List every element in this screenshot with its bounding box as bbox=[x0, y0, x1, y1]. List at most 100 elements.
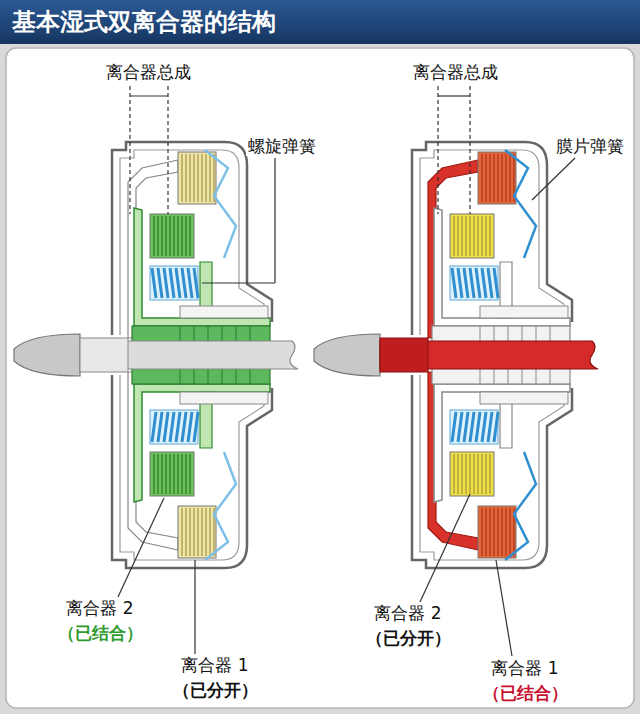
coil-spring bbox=[470, 412, 474, 442]
plate-line bbox=[465, 216, 466, 256]
title: 基本湿式双离合器的结构 bbox=[0, 0, 640, 44]
plate-line bbox=[509, 508, 510, 556]
plate-line bbox=[197, 154, 198, 202]
state-label: （已结合） bbox=[481, 683, 570, 703]
bracket-line bbox=[438, 95, 470, 96]
state-label: （已分开） bbox=[171, 680, 260, 700]
bracket-dashed bbox=[469, 86, 470, 214]
plate-line bbox=[185, 508, 186, 556]
leader-line bbox=[202, 282, 275, 283]
coil-spring bbox=[194, 268, 198, 298]
plate-line bbox=[457, 454, 458, 494]
part-label: 离合器总成 bbox=[411, 62, 500, 82]
plate-line bbox=[161, 454, 162, 494]
plate-line bbox=[485, 508, 486, 556]
spring-seat bbox=[150, 410, 198, 444]
coil-spring bbox=[482, 268, 486, 298]
bracket-dashed bbox=[129, 86, 130, 214]
plate-line bbox=[181, 508, 182, 556]
plate-line bbox=[189, 216, 190, 256]
plate-line bbox=[501, 508, 502, 556]
coil-spring bbox=[188, 412, 192, 442]
housing-outline bbox=[112, 375, 272, 568]
plate-line bbox=[185, 154, 186, 202]
plate-line bbox=[161, 216, 162, 256]
clutch2-carrier bbox=[134, 208, 270, 326]
clutch1-plates bbox=[478, 152, 516, 204]
coil-spring bbox=[188, 268, 192, 298]
plate-line bbox=[453, 454, 454, 494]
plate-line bbox=[209, 508, 210, 556]
plate-line bbox=[193, 508, 194, 556]
plate-line bbox=[485, 454, 486, 494]
lower-half bbox=[412, 372, 572, 568]
plate-line bbox=[473, 216, 474, 256]
part-label: 离合器总成 bbox=[104, 62, 193, 82]
plate-line bbox=[153, 454, 154, 494]
bracket-dashed bbox=[437, 86, 438, 214]
clutch2-plates bbox=[450, 452, 494, 496]
plate-line bbox=[469, 216, 470, 256]
leader-line bbox=[420, 494, 470, 602]
clutch1-plates bbox=[478, 506, 516, 558]
coil-spring bbox=[176, 268, 180, 298]
coil-spring bbox=[164, 268, 168, 298]
hub bbox=[180, 306, 268, 318]
leader-line bbox=[496, 560, 512, 656]
housing-outline bbox=[412, 142, 572, 335]
coil-spring bbox=[458, 412, 462, 442]
diaphragm-spring bbox=[505, 452, 536, 560]
plate-line bbox=[477, 454, 478, 494]
plate-line bbox=[461, 454, 462, 494]
hub bbox=[480, 306, 568, 318]
plate-line bbox=[489, 508, 490, 556]
plate-line bbox=[497, 154, 498, 202]
coil-spring bbox=[158, 412, 162, 442]
leader-line bbox=[194, 560, 195, 654]
diaphragm-spring bbox=[205, 150, 236, 258]
plate-line bbox=[481, 454, 482, 494]
coil-spring bbox=[452, 268, 456, 298]
plate-line bbox=[181, 454, 182, 494]
state-label: （已分开） bbox=[364, 628, 453, 648]
panel bbox=[6, 48, 634, 708]
plate-line bbox=[473, 454, 474, 494]
clutch-figure bbox=[314, 142, 598, 568]
plate-line bbox=[153, 216, 154, 256]
state-label: （已结合） bbox=[56, 623, 145, 643]
coil-spring bbox=[464, 268, 468, 298]
plate-line bbox=[481, 154, 482, 202]
part-label: 离合器 2 bbox=[64, 598, 135, 618]
plate-line bbox=[201, 154, 202, 202]
coil-spring bbox=[482, 412, 486, 442]
upper-half bbox=[112, 142, 272, 338]
coil-spring bbox=[494, 268, 498, 298]
upper-half bbox=[412, 142, 572, 338]
coil-spring bbox=[170, 268, 174, 298]
shaft-collar bbox=[80, 338, 128, 372]
plate-line bbox=[501, 154, 502, 202]
housing-outline bbox=[412, 375, 572, 568]
plate-line bbox=[461, 216, 462, 256]
clutch2-plates bbox=[150, 452, 194, 496]
crankshaft-end bbox=[314, 334, 380, 376]
plate-line bbox=[469, 454, 470, 494]
plate-line bbox=[481, 216, 482, 256]
plate-line bbox=[185, 216, 186, 256]
crankshaft-end bbox=[14, 334, 80, 376]
coil-spring bbox=[494, 412, 498, 442]
leader-line bbox=[118, 498, 164, 597]
coil-spring bbox=[152, 412, 156, 442]
coil-spring bbox=[152, 268, 156, 298]
coil-spring bbox=[458, 268, 462, 298]
coil-spring bbox=[176, 412, 180, 442]
plate-line bbox=[489, 216, 490, 256]
plate-line bbox=[509, 154, 510, 202]
clutch1-plates bbox=[178, 152, 216, 204]
plate-line bbox=[189, 508, 190, 556]
coil-spring bbox=[464, 412, 468, 442]
part-label: 离合器 1 bbox=[489, 658, 560, 678]
spring-seat bbox=[450, 410, 498, 444]
plate-line bbox=[493, 154, 494, 202]
